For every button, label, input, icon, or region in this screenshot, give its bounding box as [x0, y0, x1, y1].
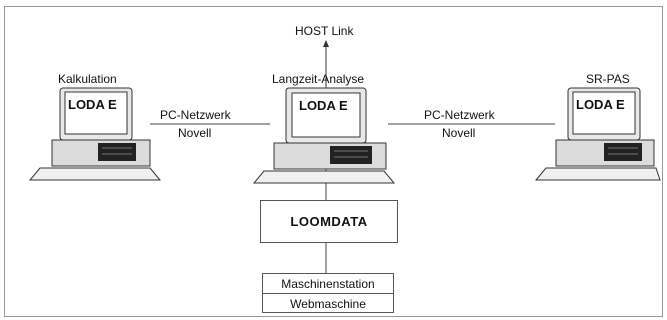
network-left-line2: Novell — [178, 126, 212, 140]
machine-box: Maschinenstation Webmaschine — [262, 273, 394, 313]
loomdata-box: LOOMDATA — [260, 200, 398, 243]
machine-box-top: Maschinenstation — [281, 276, 375, 291]
network-left-line1: PC-Netzwerk — [160, 108, 231, 122]
machine-box-bottom: Webmaschine — [263, 293, 393, 313]
workstation-label-sr-pas: SR-PAS — [586, 72, 630, 86]
workstation-sr-pas — [534, 87, 661, 181]
screen-label-sr-pas: LODA E — [576, 97, 625, 112]
workstation-langzeit-analyse — [252, 87, 396, 184]
diagram-frame — [4, 6, 663, 317]
workstation-kalkulation — [28, 87, 162, 181]
network-right-line2: Novell — [442, 126, 476, 140]
workstation-label-kalkulation: Kalkulation — [58, 72, 117, 86]
network-right-line1: PC-Netzwerk — [424, 108, 495, 122]
screen-label-kalkulation: LODA E — [68, 97, 117, 112]
workstation-label-langzeit-analyse: Langzeit-Analyse — [272, 72, 365, 86]
host-link-label: HOST Link — [295, 24, 354, 38]
screen-label-langzeit-analyse: LODA E — [299, 98, 348, 113]
host-link-arrowhead — [323, 40, 329, 47]
